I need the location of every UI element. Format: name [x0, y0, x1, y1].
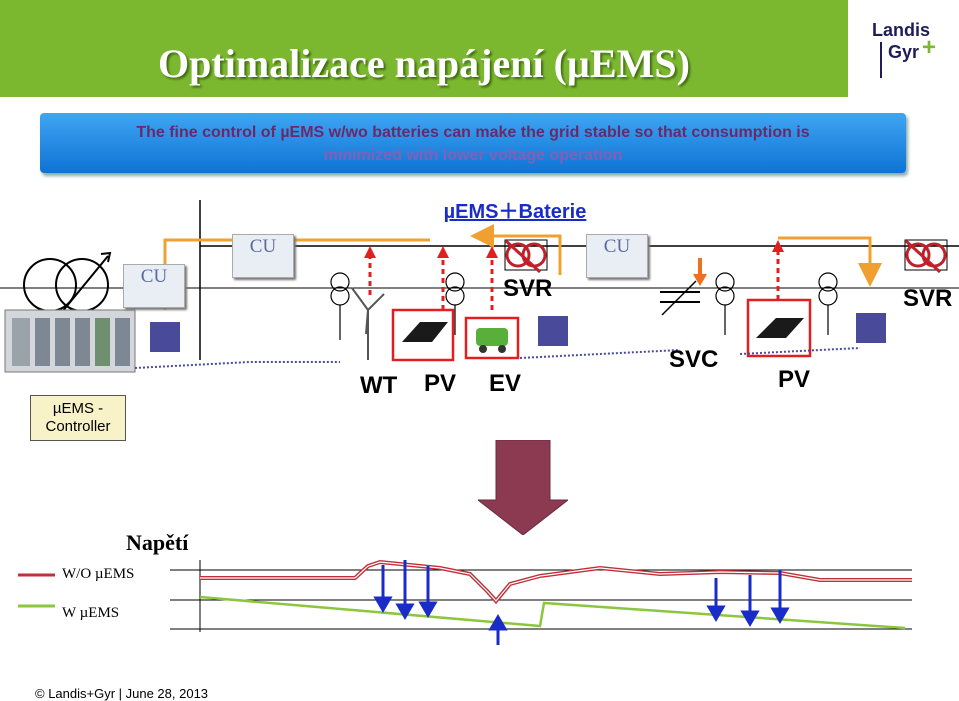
- voltage-curve-wo-uems: [200, 559, 912, 605]
- scb-device-icons: [150, 313, 886, 352]
- logo-rule: [880, 42, 882, 78]
- logo-text-line2: Gyr: [888, 42, 920, 62]
- transition-down-arrow: [478, 440, 568, 535]
- voltage-regulation-arrows: [373, 560, 790, 645]
- controller-label-line2: Controller: [45, 418, 111, 435]
- uems-battery-heading: µEMS＋Baterie: [443, 201, 587, 223]
- wt-label: WT: [360, 372, 398, 399]
- voltage-curve-w-uems: [199, 595, 906, 630]
- cu-box-2: CU: [232, 234, 294, 278]
- title-bar: [0, 0, 848, 97]
- legend-label-w: W µEMS: [62, 605, 120, 621]
- banner-line-1: The fine control of µEMS w/wo batteries …: [136, 124, 810, 141]
- ev-icon: [464, 316, 520, 360]
- svr-label-2: SVR: [903, 285, 953, 312]
- cu-box-1: CU: [123, 264, 185, 308]
- feeder-transformer-icons: [330, 272, 838, 340]
- controller-label-line1: µEMS -: [52, 400, 104, 417]
- footer-copyright: © Landis+Gyr | June 28, 2013: [35, 686, 209, 701]
- cu-box-3: CU: [586, 234, 648, 278]
- logo-plus: +: [922, 34, 937, 61]
- slide-title: Optimalizace napájení (µEMS): [158, 41, 690, 86]
- communication-links: [134, 347, 861, 369]
- main-transformer-icon: [23, 251, 112, 313]
- controller-label-box: µEMS - Controller: [30, 395, 126, 441]
- pv-label-2: PV: [778, 366, 811, 393]
- logo-text-line1: Landis: [872, 20, 931, 40]
- power-flow-arrowheads: [364, 240, 784, 258]
- summary-banner: The fine control of µEMS w/wo batteries …: [40, 113, 906, 173]
- svc-label: SVC: [669, 346, 719, 373]
- landis-gyr-logo: Landis Gyr +: [872, 20, 942, 82]
- wind-turbine-icon: [351, 287, 385, 360]
- voltage-curve-wo-uems-highlight: [200, 561, 912, 602]
- pv-label-1: PV: [424, 370, 457, 397]
- power-flow-arrows: [368, 250, 780, 310]
- svr-label-1: SVR: [503, 275, 553, 302]
- voltage-graph-title: Napětí: [126, 530, 189, 555]
- pv-panel-icons: [391, 298, 812, 362]
- ev-label: EV: [489, 370, 522, 397]
- legend-label-wo: W/O µEMS: [62, 566, 135, 582]
- svc-symbol-icon: [660, 258, 707, 316]
- voltage-profile-graph: [170, 559, 912, 645]
- banner-line-2: minimized with lower voltage operation: [323, 147, 623, 164]
- svr-symbol-icons: [504, 239, 948, 274]
- controller-hardware-image: [4, 309, 136, 373]
